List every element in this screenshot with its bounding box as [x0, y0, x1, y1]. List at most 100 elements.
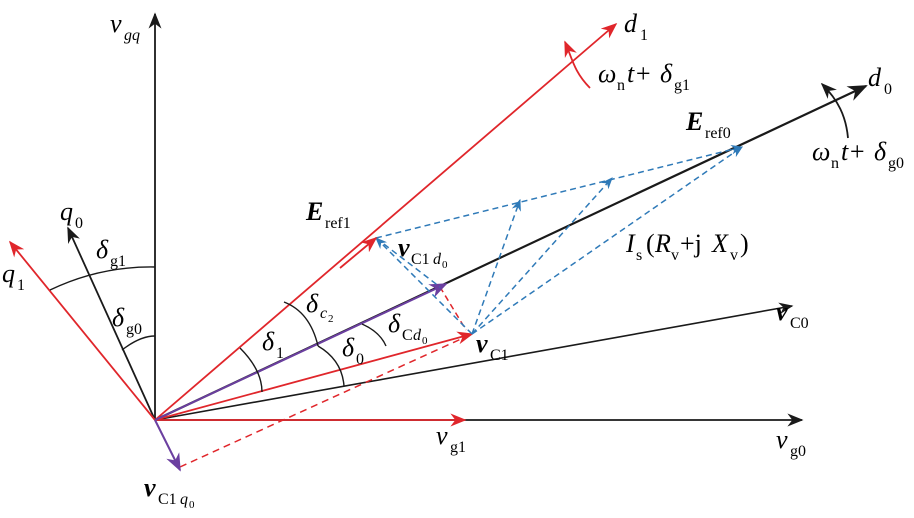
svg-text:g0: g0 [790, 443, 806, 460]
blue-dashed-triangles [375, 144, 744, 335]
q0-axis [67, 226, 156, 421]
svg-text:v: v [476, 329, 488, 358]
svg-text:X: X [711, 229, 729, 258]
svg-text:v: v [436, 421, 448, 450]
angle-arc-dg0 [121, 335, 156, 351]
Eref1-arrow [339, 236, 378, 269]
label-delta-c2: δ c 2 [306, 289, 334, 325]
svg-text:+j: +j [680, 229, 702, 258]
svg-text:g1: g1 [450, 439, 466, 456]
svg-text:1: 1 [276, 345, 284, 362]
label-vg1: v g1 [436, 421, 466, 456]
q1-axis [8, 240, 156, 421]
label-d0: d 0 [868, 63, 892, 98]
svg-text:v: v [776, 425, 788, 454]
svg-text:0: 0 [75, 215, 83, 232]
svg-text:C: C [402, 327, 413, 344]
svg-text:gq: gq [124, 27, 140, 44]
svg-text:1: 1 [17, 277, 25, 294]
label-delta-1: δ 1 [262, 327, 284, 362]
svg-text:t+: t+ [841, 137, 866, 166]
svg-text:ref0: ref0 [705, 125, 731, 142]
svg-text:d: d [868, 63, 882, 92]
angle-arc-dCd0 [361, 323, 387, 347]
svg-text:C1: C1 [490, 347, 509, 364]
label-vC1q0: v C1 q 0 [144, 473, 195, 511]
svg-text:v: v [730, 247, 738, 264]
svg-text:I: I [625, 229, 636, 258]
vC1-vector [154, 331, 474, 421]
label-omega-g1: ω n t+ δ g1 [598, 59, 690, 94]
svg-text:δ: δ [262, 327, 275, 356]
svg-text:C1: C1 [411, 251, 430, 268]
svg-text:v: v [671, 247, 679, 264]
svg-text:2: 2 [328, 313, 334, 325]
svg-text:δ: δ [96, 235, 109, 264]
svg-text:v: v [110, 9, 122, 38]
rotation-arrow-g0 [820, 82, 849, 139]
svg-text:δ: δ [660, 59, 673, 88]
svg-text:δ: δ [874, 137, 887, 166]
svg-text:δ: δ [306, 289, 319, 318]
label-delta-Cd0: δ C d 0 [388, 309, 428, 347]
svg-text:g1: g1 [110, 253, 126, 270]
svg-text:(: ( [646, 229, 655, 258]
svg-text:C1: C1 [158, 491, 177, 508]
svg-text:0: 0 [189, 499, 195, 511]
svg-text:0: 0 [356, 351, 364, 368]
svg-text:δ: δ [342, 333, 355, 362]
svg-text:g1: g1 [674, 77, 690, 94]
label-vC1: v C1 [476, 329, 509, 364]
label-vC1d0: v C1 d 0 [398, 233, 448, 271]
svg-text:d: d [624, 9, 638, 38]
svg-text:q: q [60, 197, 73, 226]
svg-text:n: n [617, 77, 625, 94]
svg-text:ω: ω [812, 137, 830, 166]
svg-text:v: v [776, 297, 788, 326]
svg-text:v: v [144, 473, 156, 502]
svg-text:): ) [740, 229, 749, 258]
svg-text:v: v [398, 233, 410, 262]
svg-text:E: E [685, 107, 703, 136]
d1-axis [154, 22, 618, 421]
label-vg0: v g0 [776, 425, 806, 460]
svg-text:s: s [636, 247, 642, 264]
svg-text:ref1: ref1 [325, 215, 351, 232]
angle-arc-d1 [239, 347, 263, 393]
svg-text:E: E [305, 197, 323, 226]
label-delta-g1: δ g1 [96, 235, 126, 270]
svg-text:n: n [831, 155, 839, 172]
angle-arc-dg1 [49, 266, 156, 291]
label-q0: q 0 [60, 197, 83, 232]
svg-text:δ: δ [388, 309, 401, 338]
vC0-vector [154, 302, 794, 421]
label-d1: d 1 [624, 9, 648, 44]
svg-text:1: 1 [640, 27, 648, 44]
angle-arc-d0 [317, 345, 345, 387]
label-delta-0: δ 0 [342, 333, 364, 368]
svg-text:q: q [180, 491, 188, 508]
label-Is-impedance: I s ( R v +j X v ) [625, 229, 749, 264]
label-q1: q 1 [2, 259, 25, 294]
svg-text:ω: ω [598, 59, 616, 88]
svg-text:δ: δ [112, 303, 125, 332]
label-delta-g0: δ g0 [112, 303, 142, 338]
svg-text:t+: t+ [627, 59, 652, 88]
rotation-arrow-g1 [564, 40, 591, 89]
label-vC0: v C0 [776, 297, 809, 332]
vC1-dashed [179, 333, 473, 468]
svg-text:0: 0 [442, 259, 448, 271]
svg-text:d: d [413, 327, 422, 344]
svg-text:0: 0 [422, 335, 428, 347]
svg-text:q: q [2, 259, 15, 288]
svg-text:c: c [320, 305, 327, 322]
svg-text:0: 0 [884, 81, 892, 98]
svg-text:d: d [433, 251, 442, 268]
svg-text:g0: g0 [126, 321, 142, 338]
label-Eref0: E ref0 [685, 107, 731, 142]
angle-arc-dc2 [283, 301, 319, 347]
vC1q0-vector [154, 419, 181, 472]
vC1d0-vector [154, 283, 448, 421]
